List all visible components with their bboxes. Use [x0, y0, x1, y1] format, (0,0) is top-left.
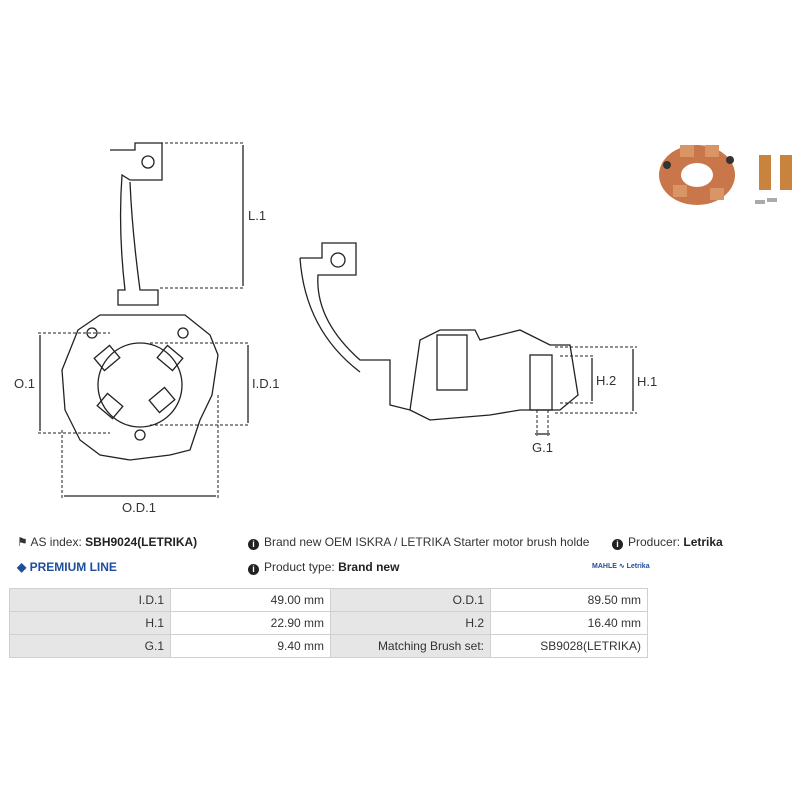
premium-line: ◆ PREMIUM LINE	[17, 560, 117, 574]
spec-value: 22.90 mm	[170, 611, 331, 635]
table-row: I.D.1 49.00 mm O.D.1 89.50 mm	[9, 588, 648, 612]
spec-value: 89.50 mm	[490, 588, 648, 612]
label-l1: L.1	[248, 208, 266, 223]
spec-key: H.1	[9, 611, 171, 635]
info-icon: i	[248, 564, 259, 575]
spec-key: I.D.1	[9, 588, 171, 612]
mahle-letrika-logo: MAHLE ∿ Letrika	[592, 563, 650, 570]
info-icon: i	[612, 539, 623, 550]
label-od1: O.D.1	[122, 500, 156, 515]
front-view	[38, 142, 250, 500]
product-photo	[659, 145, 792, 205]
technical-drawing: L.1 O.1 I.D.1 O.D.1 H.1 H.2 G.1	[14, 142, 657, 515]
side-view	[299, 242, 637, 436]
spec-value: 49.00 mm	[170, 588, 331, 612]
spec-key: O.D.1	[330, 588, 491, 612]
label-h2: H.2	[596, 373, 616, 388]
label-id1: I.D.1	[252, 376, 279, 391]
tag-icon: ⚑	[17, 535, 28, 549]
spec-value: 16.40 mm	[490, 611, 648, 635]
spec-key: H.2	[330, 611, 491, 635]
spec-value: 9.40 mm	[170, 634, 331, 658]
specs-table: I.D.1 49.00 mm O.D.1 89.50 mm H.1 22.90 …	[9, 588, 648, 658]
label-h1: H.1	[637, 374, 657, 389]
as-index: ⚑ AS index: SBH9024(LETRIKA)	[17, 535, 198, 549]
info-icon: i	[248, 539, 259, 550]
spec-key: G.1	[9, 634, 171, 658]
spec-key: Matching Brush set:	[330, 634, 491, 658]
table-row: H.1 22.90 mm H.2 16.40 mm	[9, 611, 648, 635]
spec-value: SB9028(LETRIKA)	[490, 634, 648, 658]
label-o1: O.1	[14, 376, 35, 391]
diamond-icon: ◆	[17, 560, 27, 574]
table-row: G.1 9.40 mm Matching Brush set: SB9028(L…	[9, 634, 648, 658]
as-index-value: SBH9024(LETRIKA)	[85, 535, 198, 549]
label-g1: G.1	[532, 440, 553, 455]
